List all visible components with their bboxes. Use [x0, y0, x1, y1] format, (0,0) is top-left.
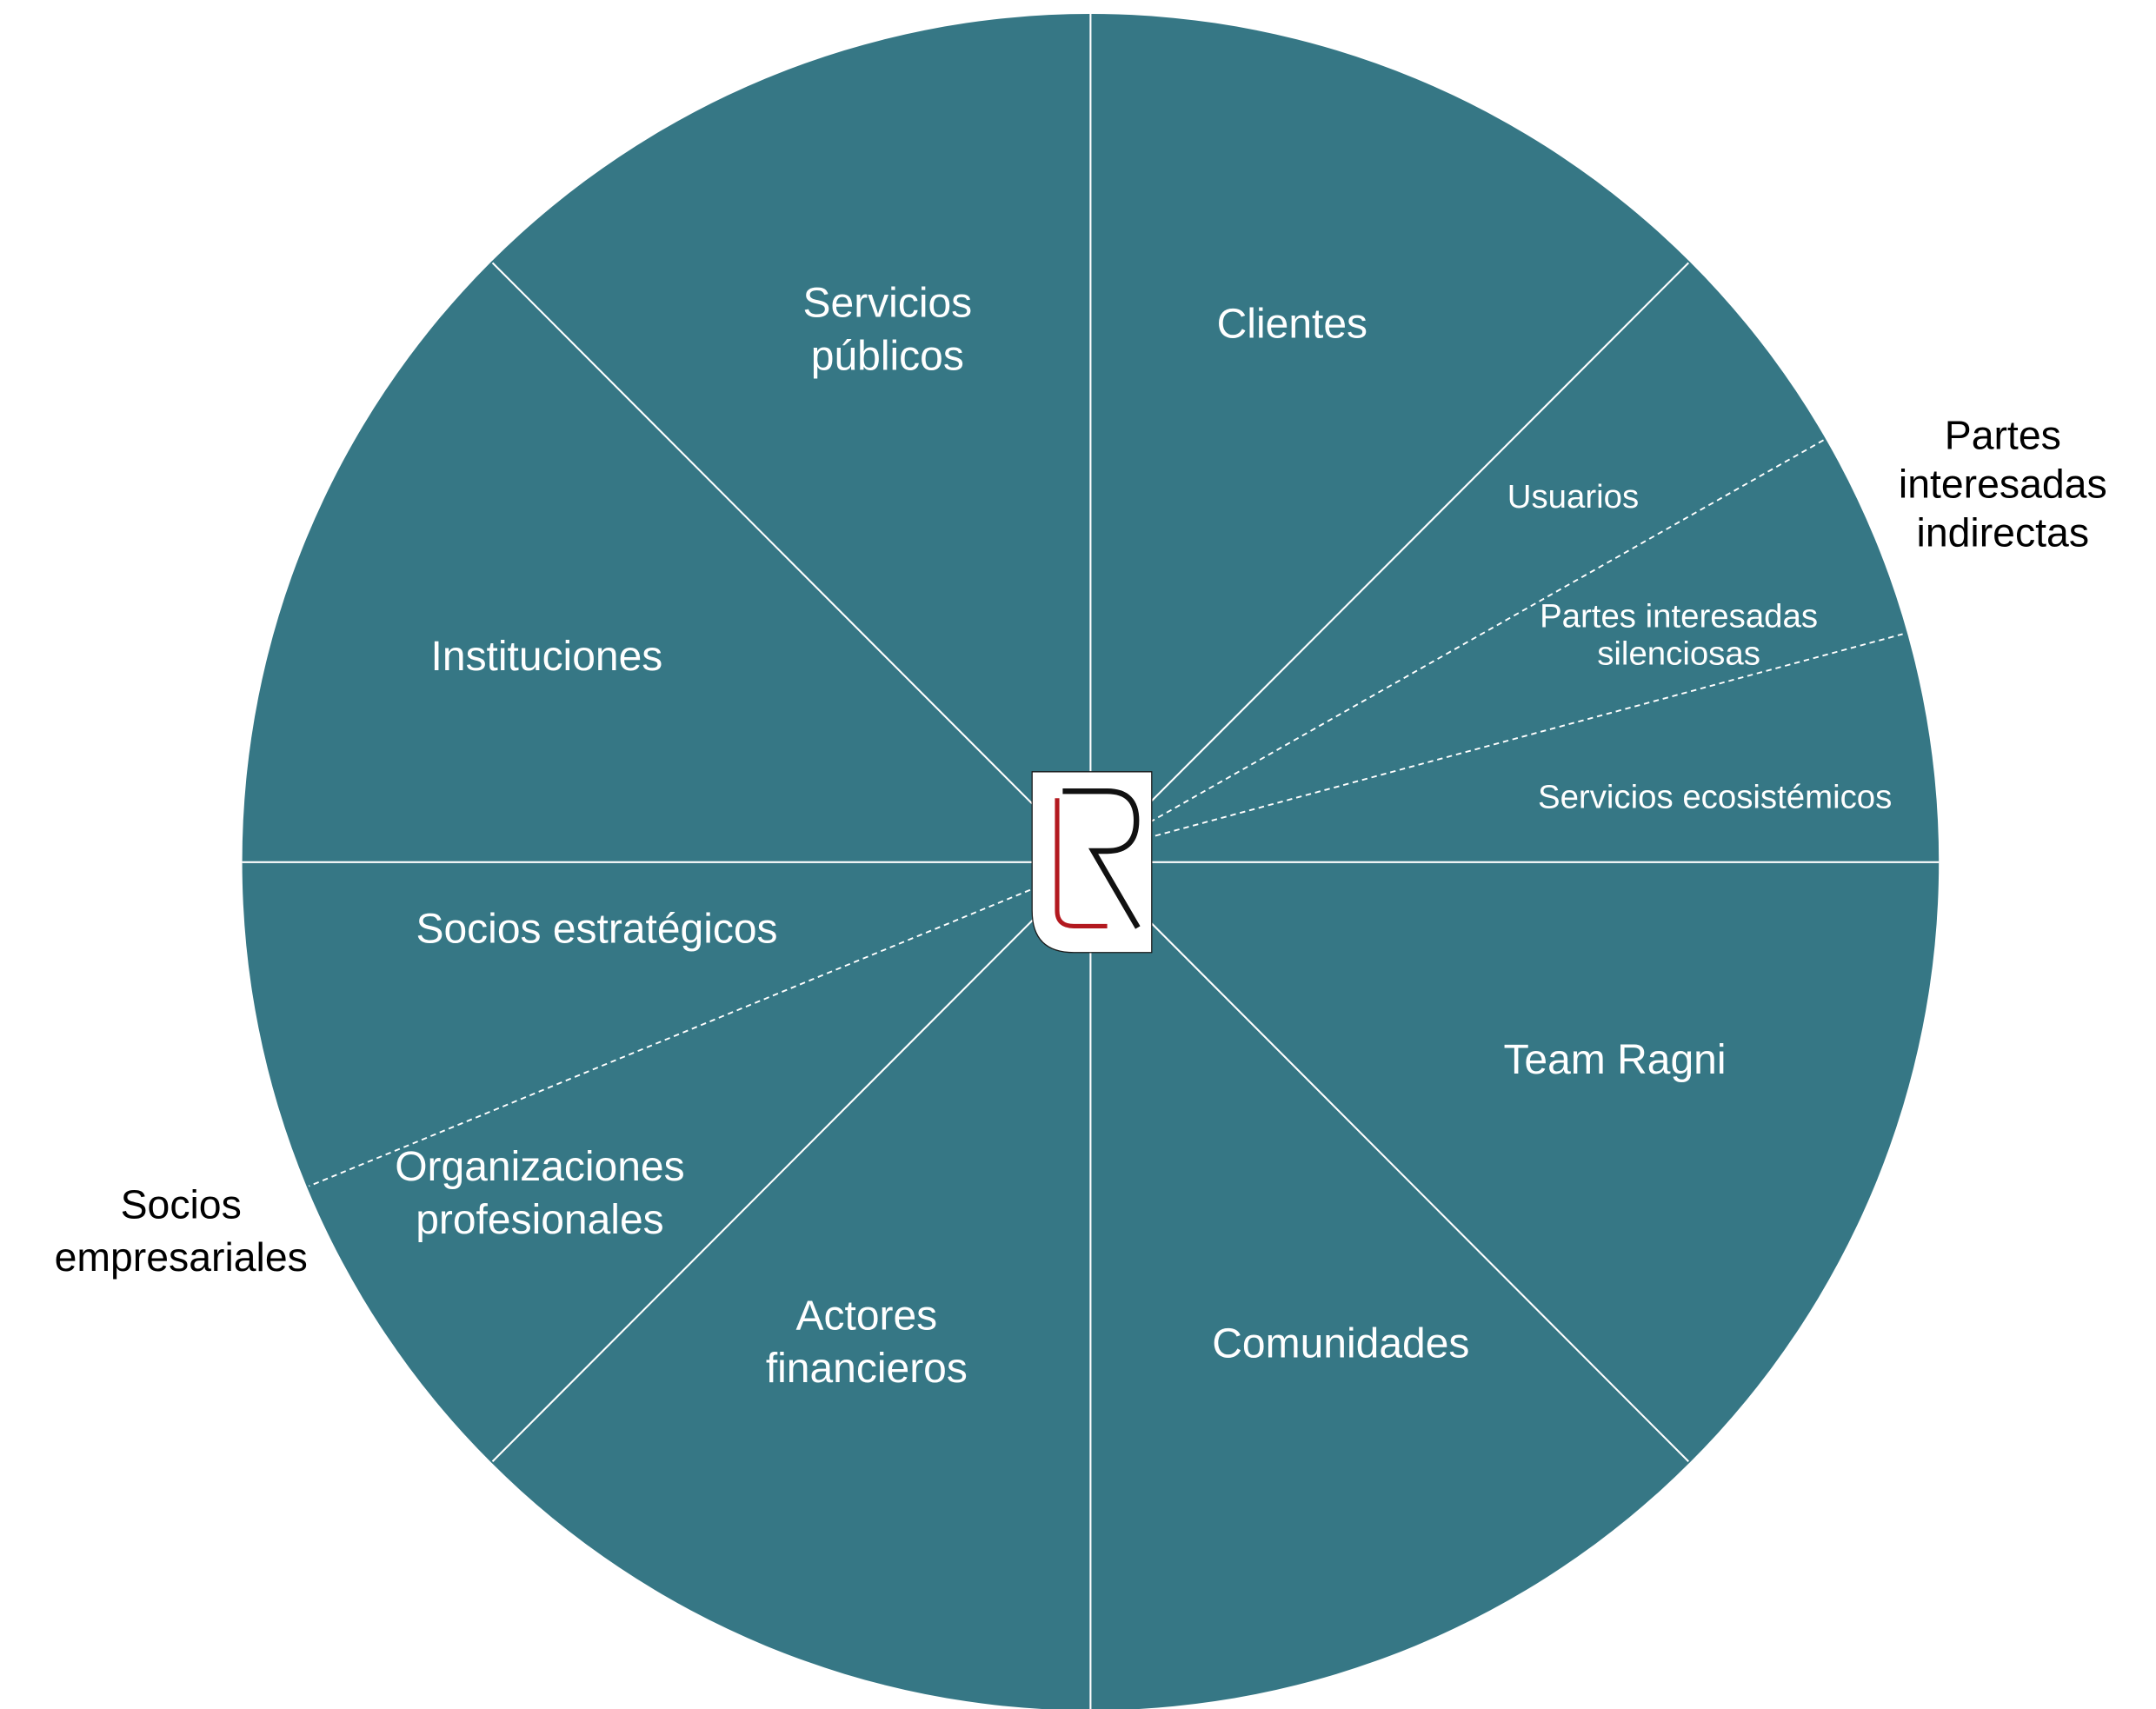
dashed-divider-silenciosas: [1098, 633, 1903, 852]
dashed-divider-socios: [309, 878, 1058, 1187]
divider-diagonal-se: [1089, 861, 1689, 1462]
label-instituciones: Instituciones: [431, 634, 663, 680]
label-comunidades: Comunidades: [1212, 1320, 1469, 1367]
divider-diagonal-ne: [1089, 262, 1689, 863]
label-socios-estrategicos: Socios estratégicos: [416, 907, 777, 953]
label-usuarios: Usuarios: [1507, 478, 1639, 515]
divider-diagonal-nw: [491, 262, 1092, 863]
dashed-divider-usuarios: [1098, 438, 1826, 852]
label-servicios-ecosistemicos: Servicios ecosistémicos: [1538, 778, 1892, 815]
lr-monogram-logo-icon: [1031, 771, 1153, 954]
divider-diagonal-sw: [491, 861, 1092, 1462]
label-clientes: Clientes: [1217, 302, 1367, 348]
label-team-ragni: Team Ragni: [1503, 1037, 1726, 1083]
